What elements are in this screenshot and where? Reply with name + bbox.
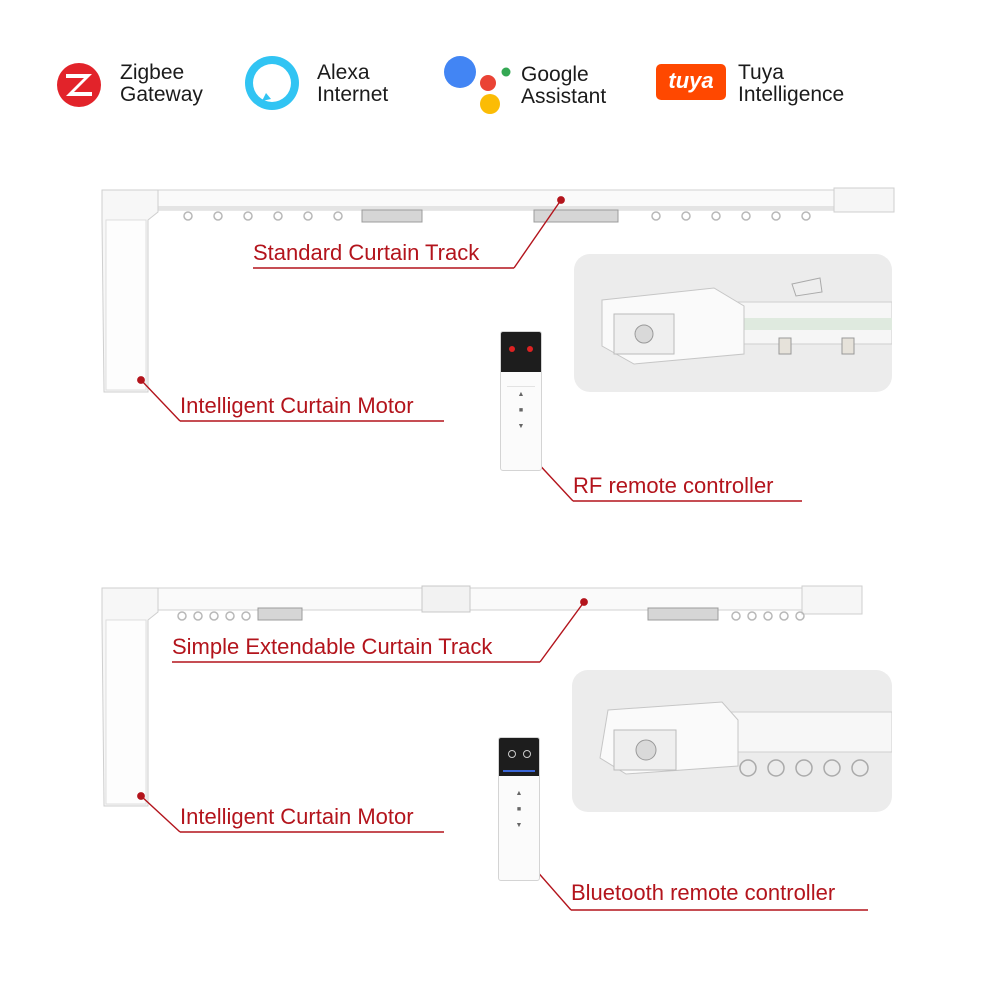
alexa-label-line1: Alexa xyxy=(317,61,370,84)
zigbee-label-line1: Zigbee xyxy=(120,61,185,84)
remote-buttons: ▲■▼ xyxy=(517,391,525,430)
motor-gear-detail-image xyxy=(601,277,892,365)
zigbee-label-line2: Gateway xyxy=(120,83,203,106)
power-icon xyxy=(508,750,516,758)
extendable-track-label: Simple Extendable Curtain Track xyxy=(172,634,493,659)
bluetooth-remote-top-panel xyxy=(499,738,539,776)
alexa-label-line2: Internet xyxy=(317,83,389,106)
divider xyxy=(507,386,535,387)
google-label-line1: Google xyxy=(521,63,589,86)
alexa-ring-icon xyxy=(245,56,299,110)
extendable-curtain-track-image xyxy=(101,585,863,807)
zigbee-logo-icon xyxy=(57,63,101,107)
bluetooth-remote-image: ▲■▼ xyxy=(498,737,540,881)
google-label-line2: Assistant xyxy=(521,85,607,108)
alexa-label: Alexa Internet xyxy=(317,62,388,106)
rf-remote-top-panel xyxy=(501,332,541,372)
power-icon xyxy=(509,346,515,352)
remote-buttons: ▲■▼ xyxy=(515,790,523,829)
status-bar xyxy=(503,770,535,772)
motor-detail-photo-2 xyxy=(572,670,892,812)
standard-curtain-track-image xyxy=(101,187,895,393)
motor-label-2: Intelligent Curtain Motor xyxy=(180,804,414,829)
motor-label-1: Intelligent Curtain Motor xyxy=(180,393,414,418)
tuya-label: Tuya Intelligence xyxy=(738,62,844,106)
bluetooth-remote-label: Bluetooth remote controller xyxy=(571,880,836,905)
zigbee-label: Zigbee Gateway xyxy=(120,62,203,106)
google-label: Google Assistant xyxy=(521,64,606,108)
tuya-logo-icon: tuya xyxy=(656,64,726,100)
tuya-label-line1: Tuya xyxy=(738,61,784,84)
motor-detail-photo-1 xyxy=(574,254,892,392)
settings-icon xyxy=(523,750,531,758)
stop-icon xyxy=(527,346,533,352)
tuya-label-line2: Intelligence xyxy=(738,83,845,106)
google-assistant-dots-icon xyxy=(444,56,511,114)
rf-remote-label: RF remote controller xyxy=(573,473,774,498)
glider-detail-image xyxy=(599,701,892,777)
rf-remote-image: ▲■▼ xyxy=(500,331,542,471)
standard-track-label: Standard Curtain Track xyxy=(253,240,480,265)
